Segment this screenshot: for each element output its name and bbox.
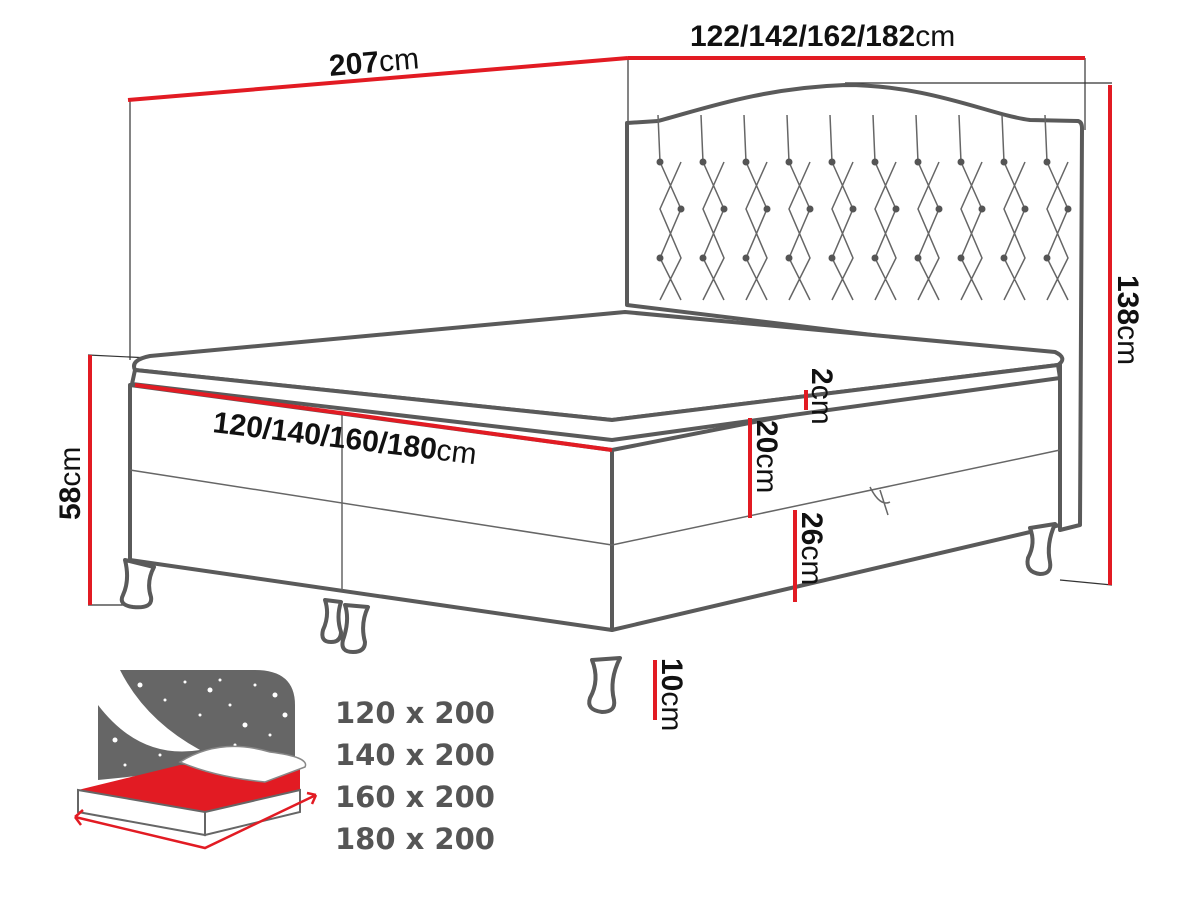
- tuft-button: [699, 158, 707, 166]
- size-item: 180 x 200: [335, 822, 495, 856]
- tuft-button: [978, 205, 986, 213]
- tuft-button: [1000, 158, 1008, 166]
- tuft-button: [957, 158, 965, 166]
- mattress-size-icon: [74, 670, 318, 850]
- star-icon: [272, 692, 278, 698]
- star-icon: [183, 680, 187, 684]
- total-height-unit: cm: [1111, 325, 1144, 365]
- star-icon: [163, 698, 167, 702]
- leg-height-value: 10: [655, 658, 688, 691]
- tuft-button: [720, 205, 728, 213]
- bed-base: [128, 360, 1062, 632]
- tuft-button: [806, 205, 814, 213]
- base-height-value: 26: [795, 512, 828, 545]
- tuft-button: [785, 158, 793, 166]
- star-icon: [282, 712, 288, 718]
- size-item: 140 x 200: [335, 738, 495, 772]
- base-height-label: 26cm: [795, 512, 828, 585]
- guide-lines: [87, 58, 1113, 606]
- size-item: 160 x 200: [335, 780, 495, 814]
- headboard: [625, 83, 1084, 532]
- tuft-button: [871, 158, 879, 166]
- total-width-unit: cm: [915, 20, 955, 53]
- tuft-button: [763, 205, 771, 213]
- tuft-button: [656, 158, 664, 166]
- dimension-lines: [88, 56, 1112, 720]
- star-icon: [218, 678, 222, 682]
- sizes-list: 120 x 200 140 x 200 160 x 200 180 x 200: [335, 696, 495, 856]
- star-icon: [242, 722, 248, 728]
- total-width-label: 122/142/162/182cm: [690, 20, 955, 53]
- tuft-button: [656, 254, 664, 262]
- base-height-unit: cm: [795, 545, 828, 585]
- tuft-button: [1021, 205, 1029, 213]
- tuft-button: [828, 254, 836, 262]
- tuft-button: [677, 205, 685, 213]
- tuft-button: [849, 205, 857, 213]
- tuft-button: [828, 158, 836, 166]
- tuft-button: [1043, 158, 1051, 166]
- total-width-value: 122/142/162/182: [690, 20, 915, 53]
- tuft-button: [914, 158, 922, 166]
- star-icon: [137, 682, 143, 688]
- tuft-button: [935, 205, 943, 213]
- tuft-button: [1000, 254, 1008, 262]
- total-height-label: 138cm: [1111, 275, 1144, 365]
- mattress-topper: [130, 310, 1065, 442]
- mattress-height-unit: cm: [750, 453, 783, 493]
- tuft-button: [785, 254, 793, 262]
- length-label: 207cm: [328, 42, 421, 83]
- leg-height-label: 10cm: [655, 658, 688, 731]
- size-item: 120 x 200: [335, 696, 495, 730]
- topper-height-unit: cm: [805, 385, 838, 425]
- topper-height-label: 2cm: [805, 368, 838, 425]
- tuft-button: [699, 254, 707, 262]
- bed-height-unit: cm: [54, 447, 87, 487]
- tuft-button: [1043, 254, 1051, 262]
- star-icon: [253, 683, 257, 687]
- star-icon: [158, 753, 162, 757]
- mattress-width-unit: cm: [435, 434, 479, 472]
- tuft-button: [742, 158, 750, 166]
- tuft-button: [871, 254, 879, 262]
- star-icon: [148, 718, 152, 722]
- star-icon: [198, 713, 202, 717]
- bed-legs: [119, 522, 1057, 714]
- star-icon: [228, 703, 232, 707]
- tufting-lines: [657, 114, 1069, 301]
- star-icon: [268, 733, 272, 737]
- tuft-button: [892, 205, 900, 213]
- total-height-value: 138: [1111, 275, 1144, 325]
- bed-height-label: 58cm: [54, 447, 87, 520]
- star-icon: [123, 763, 127, 767]
- bed-height-value: 58: [54, 487, 87, 520]
- star-icon: [207, 687, 213, 693]
- topper-height-value: 2: [805, 368, 838, 385]
- tuft-button: [957, 254, 965, 262]
- mattress-height-label: 20cm: [750, 420, 783, 493]
- leg-height-unit: cm: [655, 691, 688, 731]
- length-unit: cm: [378, 42, 421, 78]
- star-icon: [178, 738, 182, 742]
- tuft-button: [1064, 205, 1072, 213]
- mattress-height-value: 20: [750, 420, 783, 453]
- tuft-button: [914, 254, 922, 262]
- length-value: 207: [328, 46, 381, 83]
- tuft-button: [742, 254, 750, 262]
- star-icon: [112, 737, 118, 743]
